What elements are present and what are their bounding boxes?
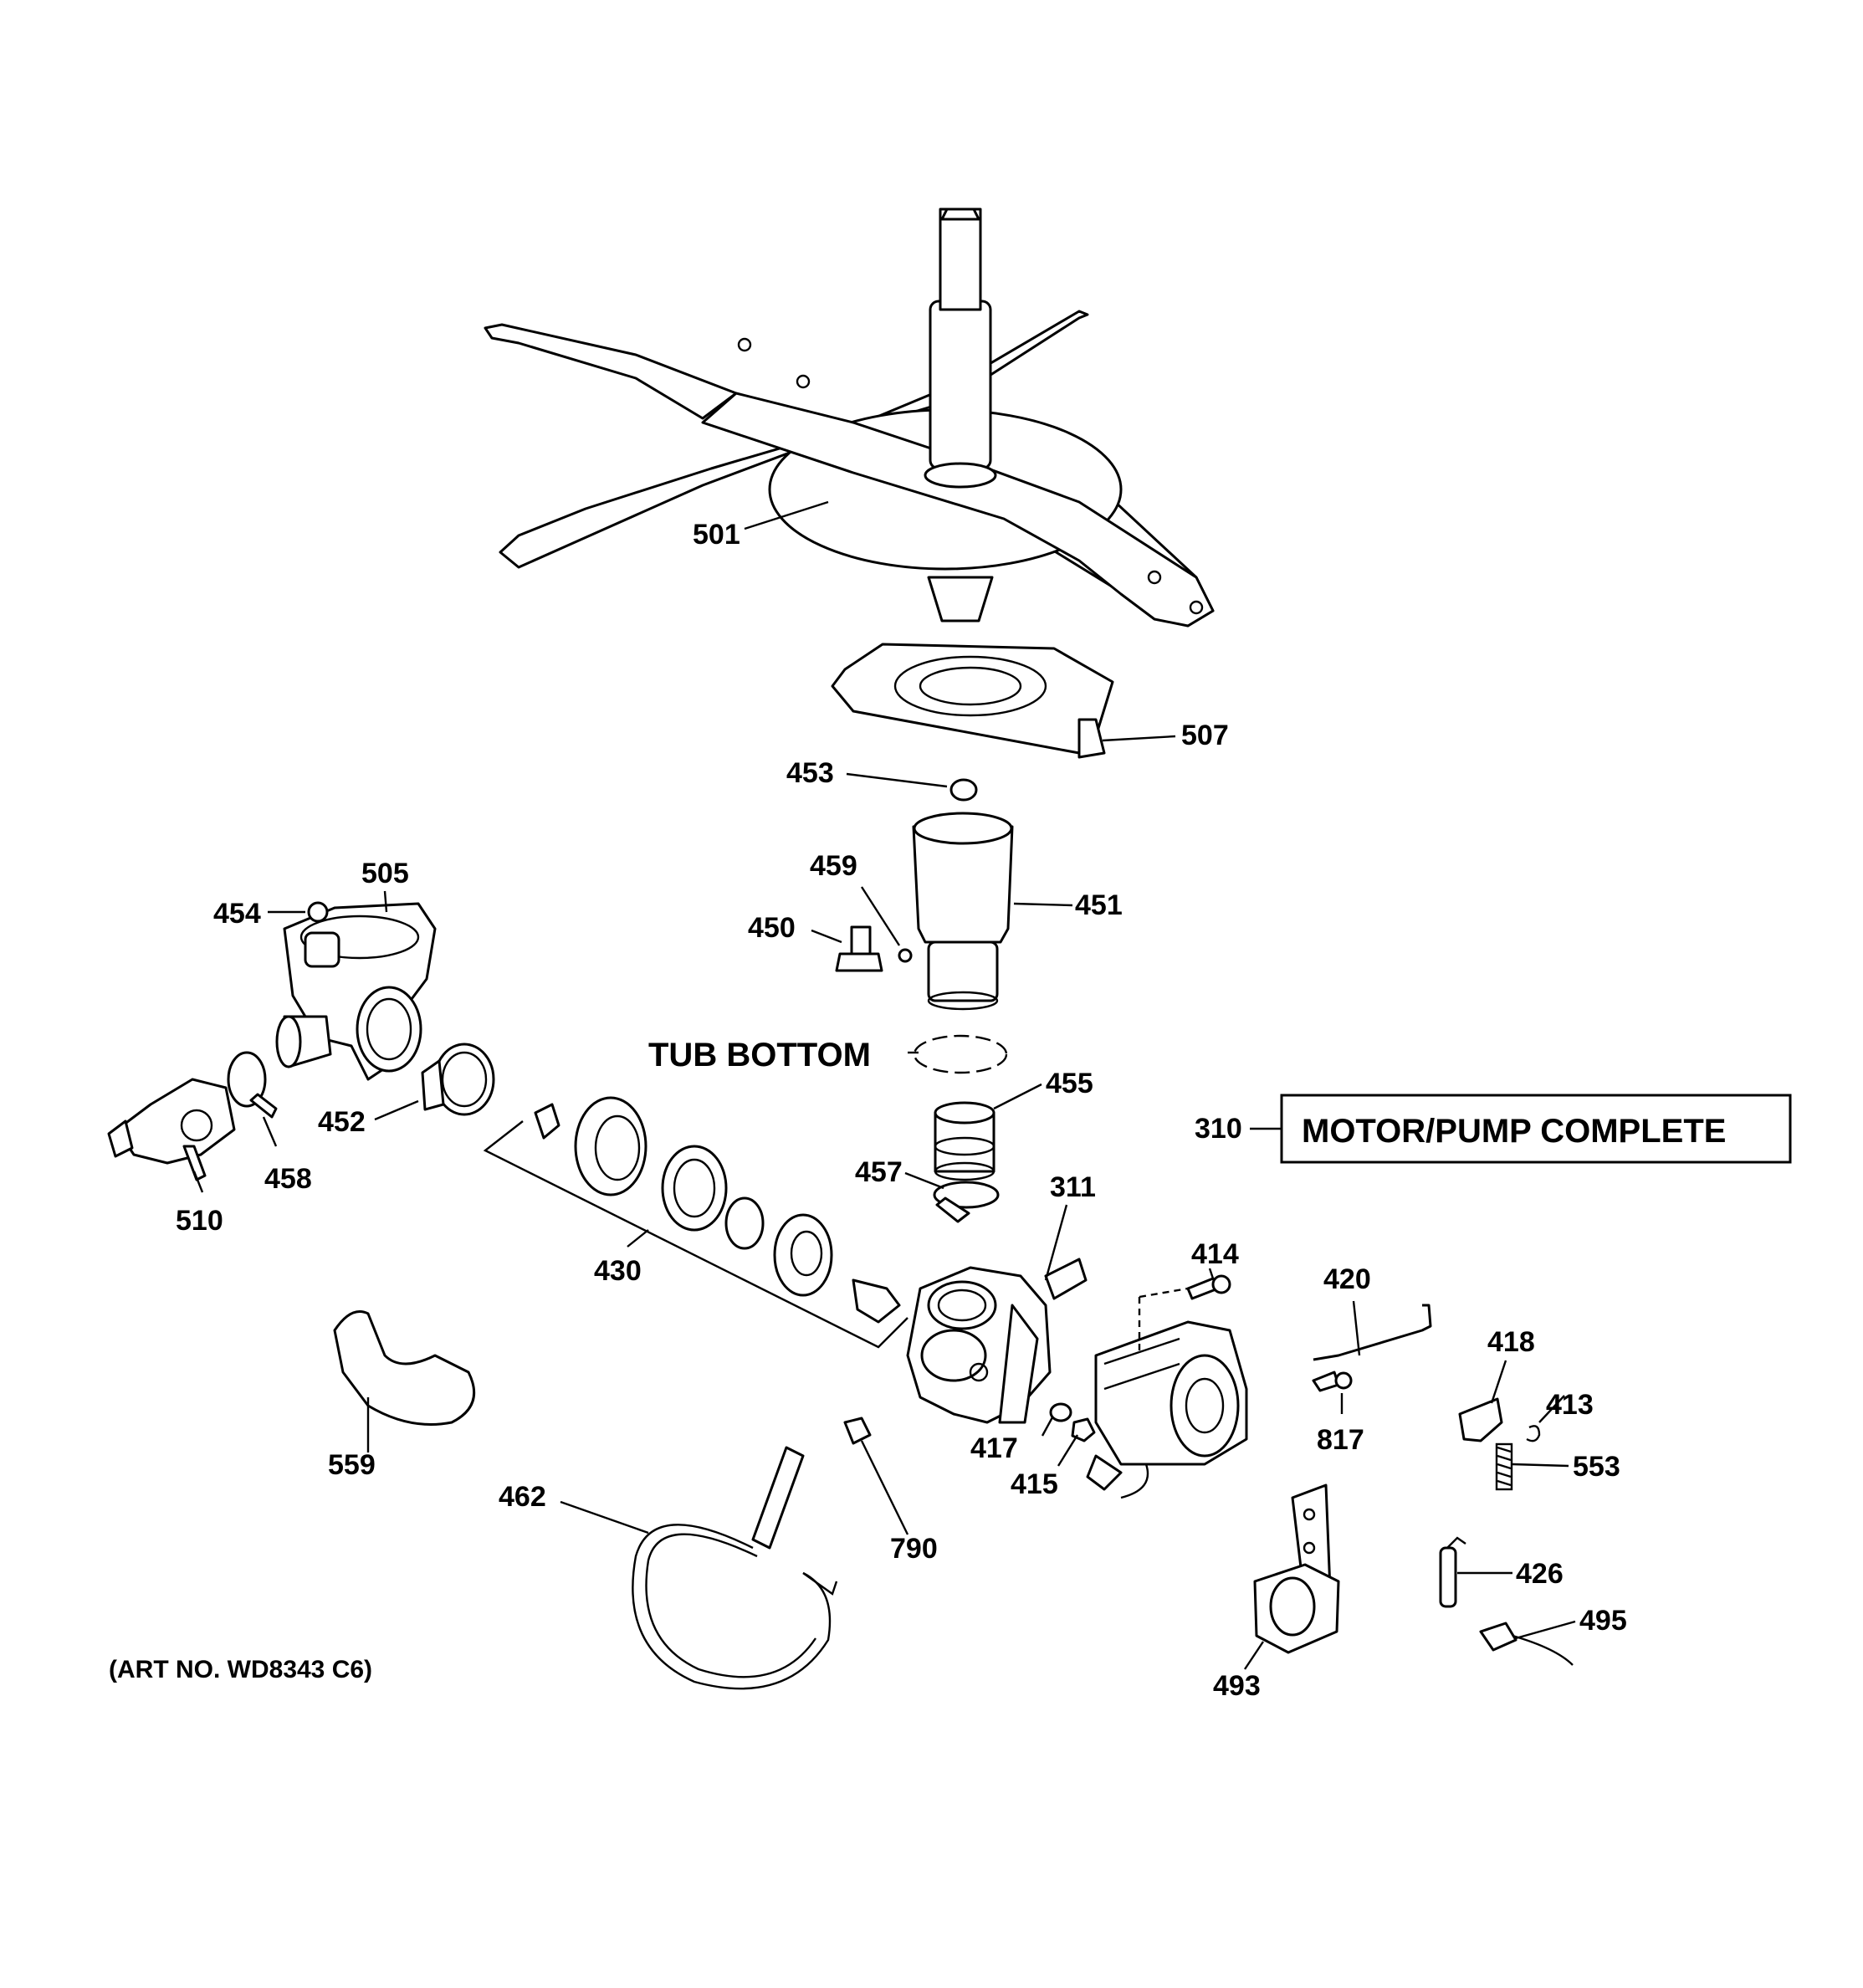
- callout-413: 413: [1546, 1389, 1594, 1421]
- callout-553: 553: [1573, 1451, 1620, 1483]
- clip-part-790[interactable]: [843, 1417, 872, 1445]
- clamp-part-458[interactable]: [227, 1051, 278, 1119]
- callout-453: 453: [786, 757, 834, 789]
- motor-pump-complete-box: [1280, 1094, 1792, 1164]
- clamp-part-457[interactable]: [933, 1181, 1000, 1223]
- callout-790: 790: [890, 1533, 938, 1565]
- motor[interactable]: [1086, 1320, 1248, 1499]
- callout-310: 310: [1195, 1113, 1242, 1145]
- callout-458: 458: [264, 1163, 312, 1195]
- pump-housing-part-311[interactable]: [906, 1258, 1088, 1424]
- callout-507: 507: [1181, 720, 1229, 751]
- rod-part-420[interactable]: [1313, 1304, 1432, 1361]
- callout-459: 459: [810, 850, 857, 882]
- callout-495: 495: [1579, 1605, 1627, 1637]
- filter-plate-part-507[interactable]: [831, 643, 1114, 759]
- callout-559: 559: [328, 1449, 376, 1481]
- screw-part-414[interactable]: [1186, 1274, 1231, 1300]
- clamp-part-452[interactable]: [421, 1043, 495, 1116]
- callout-457: 457: [855, 1156, 903, 1188]
- section-label-tub-bottom: TUB BOTTOM: [648, 1037, 871, 1073]
- callout-430: 430: [594, 1255, 642, 1287]
- o-ring-part-453[interactable]: [949, 778, 978, 802]
- hose-coil-part-462[interactable]: [632, 1446, 838, 1690]
- connector-part-495[interactable]: [1479, 1622, 1574, 1666]
- screw-part-459[interactable]: [898, 948, 913, 963]
- drain-pump-part-510[interactable]: [107, 1078, 236, 1181]
- washer-part-417[interactable]: [1049, 1402, 1072, 1422]
- o-ring-part-454[interactable]: [307, 901, 329, 923]
- leader-lines: [192, 500, 1576, 1670]
- callout-510: 510: [176, 1205, 223, 1237]
- bracket-part-493[interactable]: [1253, 1483, 1340, 1654]
- callout-817: 817: [1317, 1424, 1364, 1456]
- tub-bottom-gasket: [913, 1034, 1008, 1074]
- fitting-part-450[interactable]: [835, 925, 883, 972]
- callout-505: 505: [361, 858, 409, 889]
- impeller-assembly-part-430[interactable]: [534, 1096, 901, 1324]
- callout-462: 462: [499, 1481, 546, 1513]
- screw-part-817[interactable]: [1312, 1371, 1353, 1392]
- sump-housing-part-451[interactable]: [912, 812, 1014, 1011]
- callout-418: 418: [1487, 1326, 1535, 1358]
- callout-451: 451: [1075, 889, 1123, 921]
- part-418[interactable]: [1458, 1397, 1503, 1442]
- callout-454: 454: [213, 898, 261, 930]
- clip-part-413[interactable]: [1526, 1425, 1541, 1442]
- seal-part-455[interactable]: [934, 1101, 995, 1181]
- bracket-group-430: [483, 1120, 908, 1349]
- part-426[interactable]: [1439, 1536, 1466, 1608]
- drain-housing-part-505[interactable]: [275, 902, 437, 1081]
- art-number-label: (ART NO. WD8343 C6): [109, 1656, 372, 1683]
- spray-arm-part-501[interactable]: [484, 208, 1215, 628]
- spring-part-553[interactable]: [1495, 1442, 1513, 1491]
- callout-311: 311: [1050, 1171, 1096, 1203]
- callout-455: 455: [1046, 1068, 1093, 1099]
- hose-part-559[interactable]: [333, 1310, 476, 1426]
- callout-417: 417: [970, 1432, 1018, 1464]
- callout-450: 450: [748, 912, 796, 944]
- callout-501: 501: [693, 519, 740, 551]
- callout-415: 415: [1011, 1468, 1058, 1500]
- callout-452: 452: [318, 1106, 366, 1138]
- callout-414: 414: [1191, 1238, 1239, 1270]
- callout-426: 426: [1516, 1558, 1564, 1590]
- callout-493: 493: [1213, 1670, 1261, 1702]
- callout-420: 420: [1323, 1263, 1371, 1295]
- section-label-motor-pump-complete: MOTOR/PUMP COMPLETE: [1302, 1113, 1726, 1150]
